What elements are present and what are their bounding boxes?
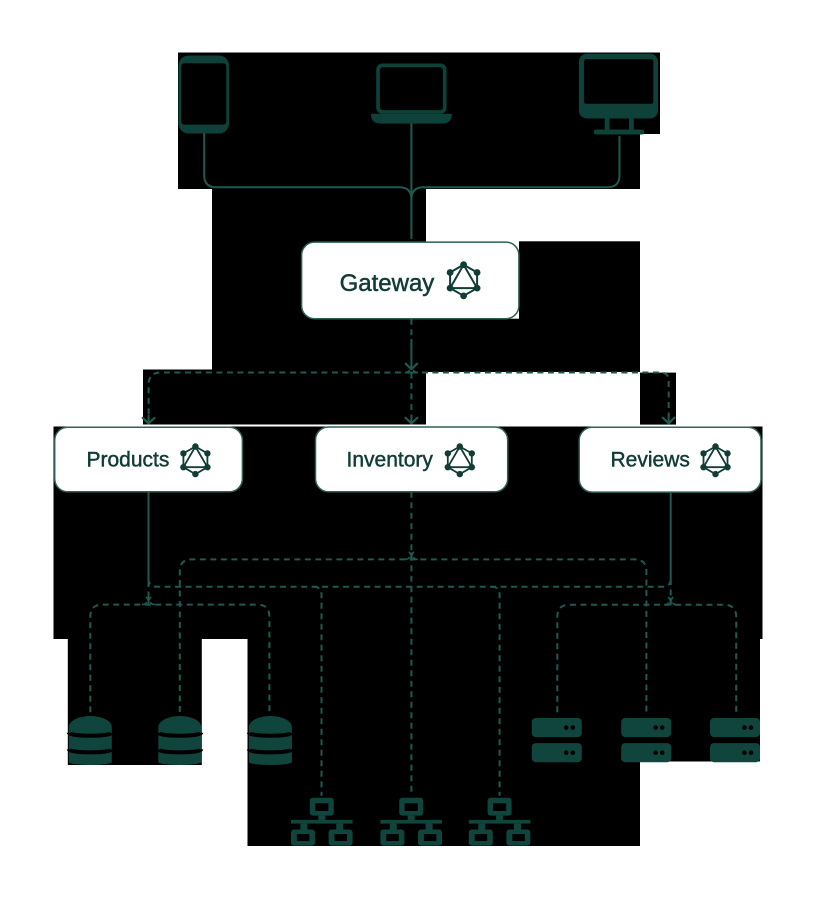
svg-text:Reviews: Reviews xyxy=(611,448,690,471)
svg-text:Gateway: Gateway xyxy=(340,270,435,297)
svg-text:Inventory: Inventory xyxy=(347,448,434,471)
svg-text:Products: Products xyxy=(87,448,170,471)
